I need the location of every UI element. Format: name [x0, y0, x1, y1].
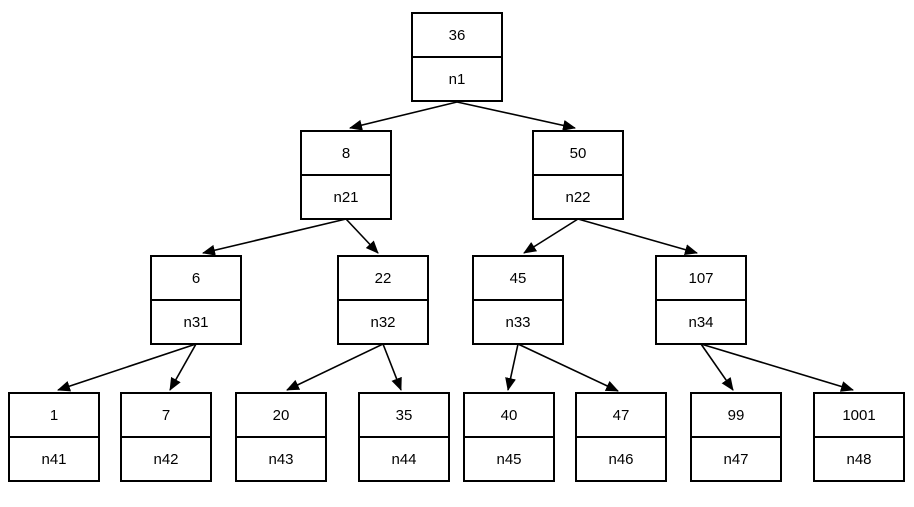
- node-label: n31: [183, 313, 209, 331]
- node-n43: 20 n43: [235, 392, 327, 482]
- node-label: n32: [370, 313, 396, 331]
- node-n41: 1 n41: [8, 392, 100, 482]
- edge-n22-n33: [523, 218, 579, 254]
- node-label: n47: [723, 450, 749, 468]
- node-n31: 6 n31: [150, 255, 242, 345]
- node-n47: 99 n47: [690, 392, 782, 482]
- node-value: 36: [413, 14, 501, 58]
- edge-n1-n22: [456, 101, 576, 131]
- node-value: 6: [152, 257, 240, 301]
- node-value: 47: [577, 394, 665, 438]
- node-n42: 7 n42: [120, 392, 212, 482]
- node-n46: 47 n46: [575, 392, 667, 482]
- node-value: 20: [237, 394, 325, 438]
- node-value: 35: [360, 394, 448, 438]
- node-label: n21: [333, 188, 359, 206]
- edge-n21-n32: [345, 218, 379, 254]
- edge-n21-n31: [202, 218, 347, 256]
- node-n32: 22 n32: [337, 255, 429, 345]
- node-n34: 107 n34: [655, 255, 747, 345]
- edge-n1-n21: [349, 101, 458, 131]
- node-n33: 45 n33: [472, 255, 564, 345]
- node-label: n46: [608, 450, 634, 468]
- node-n1: 36 n1: [411, 12, 503, 102]
- edge-n22-n34: [577, 218, 698, 255]
- node-label: n45: [496, 450, 522, 468]
- node-n44: 35 n44: [358, 392, 450, 482]
- node-n22: 50 n22: [532, 130, 624, 220]
- node-label: n44: [391, 450, 417, 468]
- node-value: 99: [692, 394, 780, 438]
- node-value: 1: [10, 394, 98, 438]
- node-n45: 40 n45: [463, 392, 555, 482]
- node-label: n41: [41, 450, 67, 468]
- node-value: 107: [657, 257, 745, 301]
- node-value: 8: [302, 132, 390, 176]
- node-label: n33: [505, 313, 531, 331]
- edge-n31-n41: [57, 343, 197, 392]
- edge-n31-n42: [169, 343, 197, 391]
- node-value: 45: [474, 257, 562, 301]
- node-value: 40: [465, 394, 553, 438]
- node-label: n42: [153, 450, 179, 468]
- node-value: 22: [339, 257, 427, 301]
- edge-n33-n45: [505, 343, 519, 391]
- node-n48: 1001 n48: [813, 392, 905, 482]
- edge-n34-n48: [700, 343, 854, 392]
- node-n21: 8 n21: [300, 130, 392, 220]
- node-label: n34: [688, 313, 714, 331]
- node-value: 7: [122, 394, 210, 438]
- node-label: n22: [565, 188, 591, 206]
- edge-n32-n43: [286, 343, 384, 391]
- edge-n33-n46: [517, 343, 619, 392]
- node-label: n48: [846, 450, 872, 468]
- edge-n34-n47: [700, 343, 734, 391]
- edge-n32-n44: [382, 343, 402, 391]
- node-label: n1: [448, 70, 466, 88]
- node-value: 50: [534, 132, 622, 176]
- node-value: 1001: [815, 394, 903, 438]
- node-label: n43: [268, 450, 294, 468]
